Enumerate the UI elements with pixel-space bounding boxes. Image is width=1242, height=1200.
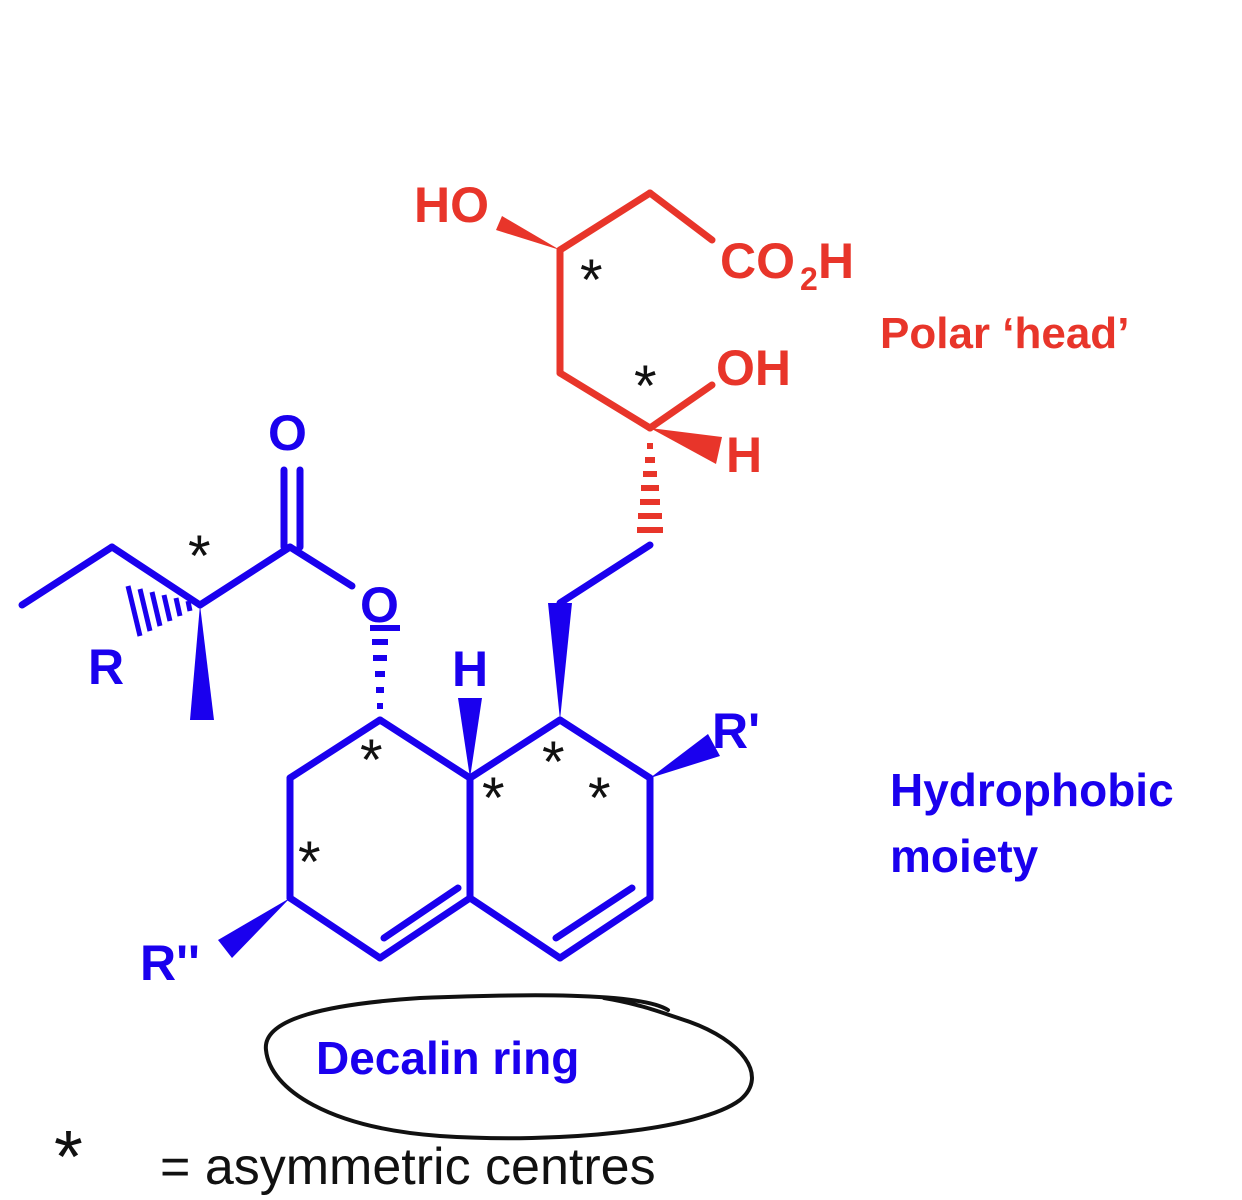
- atom-o-carbonyl: O: [268, 405, 307, 461]
- wedge-bond-linker: [548, 603, 572, 720]
- atom-ho: HO: [414, 177, 489, 233]
- hash-bond-o-ester: [370, 625, 400, 709]
- atom-oh: OH: [716, 340, 791, 396]
- hash-bond-c5-c6: [637, 443, 663, 533]
- wedge-bond-ho: [496, 216, 560, 250]
- atom-r: R: [88, 639, 124, 695]
- bond-c1-c2: [556, 716, 654, 782]
- wedge-bond-h-ring: [458, 698, 482, 778]
- bond-c3-c2: [556, 189, 654, 254]
- bond-c5-c4a: [376, 894, 474, 962]
- atom-r-double-prime: R'': [140, 935, 200, 991]
- bond-c8a-c1: [466, 716, 564, 782]
- asterisk-c3: *: [580, 248, 603, 313]
- label-hydrophobic-line2: moiety: [890, 830, 1039, 882]
- asterisk-c8a: *: [482, 766, 505, 831]
- bond-double-inner-left: [380, 884, 462, 942]
- wedge-bond-r-dprime: [218, 898, 290, 958]
- atom-co2h-subscript: 2: [800, 261, 818, 297]
- asterisk-c6: *: [298, 830, 321, 895]
- bond-c8-c7: [286, 716, 384, 782]
- bond-methyl-ch2: [18, 543, 116, 609]
- bond-c6-c5: [286, 894, 384, 962]
- asterisk-c1: *: [542, 730, 565, 795]
- bond-ch2-calpha: [108, 543, 204, 609]
- bond-c8a-c8: [376, 716, 474, 782]
- atom-co2h-h: H: [818, 233, 854, 289]
- wedge-bond-h: [650, 428, 722, 464]
- bond-c5-oh: [646, 381, 716, 432]
- legend-text: = asymmetric centres: [160, 1138, 656, 1196]
- label-decalin-ring: Decalin ring: [316, 1032, 579, 1084]
- asterisk-c8: *: [360, 728, 383, 793]
- hydrophobic-bonds: [18, 466, 654, 962]
- wedge-bond-r-prime: [650, 734, 720, 778]
- label-hydrophobic-line1: Hydrophobic: [890, 764, 1174, 816]
- bond-calpha-ccarbonyl: [196, 543, 294, 609]
- legend-asterisk: *: [54, 1115, 83, 1198]
- hash-bond-r: [125, 585, 193, 637]
- bond-c3-c4: [556, 894, 654, 962]
- label-polar-head: Polar ‘head’: [880, 309, 1129, 358]
- bond-ccarbonyl-oester: [286, 543, 356, 590]
- asymmetric-centre-markers: * * * * * * * *: [188, 248, 657, 895]
- atom-h-red: H: [726, 427, 762, 483]
- bond-ch2-ch2: [556, 541, 654, 607]
- asterisk-calpha: *: [188, 524, 211, 589]
- polar-head-bonds: [556, 189, 716, 432]
- asterisk-c2: *: [588, 766, 611, 831]
- bond-c2-c1: [646, 189, 716, 244]
- bond-c4-c5: [556, 369, 654, 432]
- atom-o-ester: O: [360, 577, 399, 633]
- bond-double-inner-right: [552, 884, 636, 942]
- atom-h-blue: H: [452, 641, 488, 697]
- hand-drawn-circle: [263, 993, 754, 1141]
- asterisk-c5: *: [634, 354, 657, 419]
- atom-co2h-co: CO: [720, 233, 795, 289]
- atom-r-prime: R': [712, 703, 760, 759]
- wedge-bond-methyl: [190, 605, 214, 720]
- bond-c4-c4a: [466, 894, 564, 962]
